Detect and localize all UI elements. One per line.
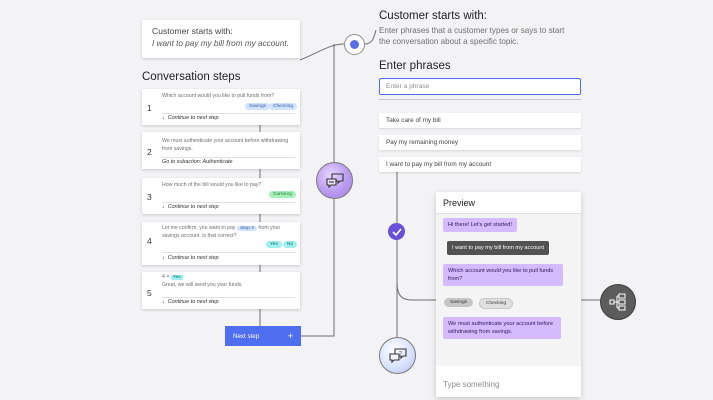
step-footer-label: Go to subaction: Authenticate — [162, 159, 233, 165]
step-footer[interactable]: ↓Continue to next step — [162, 255, 219, 261]
arrow-down-icon: ↓ — [162, 299, 165, 305]
step-footer[interactable]: Go to subaction: Authenticate — [162, 159, 233, 165]
flowchart-icon[interactable] — [600, 284, 636, 320]
checkmark-icon[interactable] — [388, 223, 405, 240]
step-number: 2 — [147, 147, 152, 157]
step-footer-label: Continue to next step — [167, 204, 219, 210]
chat-bubbles-glyph — [325, 172, 344, 188]
divider — [162, 297, 295, 298]
start-card-phrase: I want to pay my bill from my account. — [152, 39, 289, 48]
phrase-item[interactable]: Take care of my bill — [379, 113, 581, 128]
condition-value: Yes — [170, 275, 183, 280]
step-number: 5 — [147, 288, 152, 298]
divider — [162, 202, 295, 203]
next-step-button[interactable]: Next step + — [225, 326, 301, 346]
step-question: Great, we will send you your funds. — [162, 282, 243, 288]
preview-panel: Preview Hi there! Let's get started! I w… — [436, 192, 581, 397]
step-footer-label: Continue to next step — [167, 115, 219, 121]
phrase-item[interactable]: Pay my remaining money — [379, 135, 581, 150]
bot-message: We must authenticate your account before… — [443, 317, 561, 340]
chip-savings[interactable]: Savings — [444, 298, 474, 307]
right-description: Enter phrases that a customer types or s… — [379, 26, 565, 46]
divider — [162, 157, 295, 158]
step-question-text: Let me confirm, you want to pay — [162, 225, 236, 231]
chat-bubbles-icon[interactable] — [316, 162, 353, 199]
checkmark-glyph — [391, 227, 402, 236]
phrase-item[interactable]: I want to pay my bill from my account — [379, 157, 581, 172]
step-footer[interactable]: ↓Continue to next step — [162, 204, 219, 210]
tag-checking: Checking — [269, 103, 297, 110]
preview-title: Preview — [443, 198, 476, 208]
step-card-2[interactable]: 2 We must authenticate your account befo… — [142, 132, 300, 169]
user-message: I want to pay my bill from my account — [447, 241, 550, 256]
step-footer[interactable]: ↓Continue to next step — [162, 299, 219, 305]
flowchart-glyph — [609, 293, 626, 311]
step-question: How much of the bill would you like to p… — [162, 182, 262, 188]
step-footer-label: Continue to next step — [167, 255, 219, 261]
divider — [436, 213, 581, 214]
start-card[interactable]: Customer starts with: I want to pay my b… — [142, 20, 300, 58]
tag-no: No — [283, 241, 298, 248]
tag-step-ref: Step 3 — [236, 226, 257, 231]
preview-chat-area[interactable]: Hi there! Let's get started! I want to p… — [436, 214, 581, 366]
tag-savings: Savings — [245, 103, 271, 110]
step-card-1[interactable]: 1 Which account would you like to pull f… — [142, 89, 300, 125]
step-number: 3 — [147, 192, 152, 202]
step-condition: 4 = Yes — [162, 274, 295, 282]
step-number: 4 — [147, 236, 152, 246]
tag-yes: Yes — [266, 241, 282, 248]
steps-title: Conversation steps — [142, 71, 241, 83]
phrase-text: Pay my remaining money — [386, 139, 459, 146]
chat-question-glyph: ? — [388, 347, 407, 363]
step-footer-label: Continue to next step — [167, 299, 219, 305]
step-question: Let me confirm, you want to pay Step 3 f… — [162, 225, 295, 241]
step-question-text: from your savings account. Is that corre… — [162, 225, 281, 239]
step-question: Which account would you like to pull fun… — [162, 93, 275, 99]
step-card-4[interactable]: 4 Let me confirm, you want to pay Step 3… — [142, 222, 300, 265]
chat-question-icon[interactable]: ? — [379, 337, 416, 374]
bot-message: Hi there! Let's get started! — [443, 218, 517, 233]
arrow-down-icon: ↓ — [162, 204, 165, 210]
bot-message: Which account would you like to pull fun… — [443, 264, 563, 287]
phrase-text: I want to pay my bill from my account — [386, 161, 492, 168]
divider — [162, 113, 295, 114]
svg-text:?: ? — [399, 351, 402, 357]
arrow-down-icon: ↓ — [162, 255, 165, 261]
start-node-dot — [350, 40, 359, 49]
step-number: 1 — [147, 103, 152, 113]
step-card-5[interactable]: 5 4 = Yes Great, we will send you your f… — [142, 272, 300, 309]
start-card-heading: Customer starts with: — [152, 26, 233, 36]
step-question: We must authenticate your account before… — [162, 138, 289, 152]
phrase-input-placeholder: Enter a phrase — [386, 83, 430, 90]
divider — [162, 252, 295, 253]
plus-icon: + — [287, 331, 293, 341]
step-footer[interactable]: ↓Continue to next step — [162, 115, 219, 121]
arrow-down-icon: ↓ — [162, 115, 165, 121]
tag-currency: Currency — [269, 191, 297, 198]
condition-operator: = — [166, 274, 170, 280]
preview-input[interactable]: Type something — [443, 380, 500, 389]
step-card-3[interactable]: 3 How much of the bill would you like to… — [142, 178, 300, 214]
next-step-label: Next step — [233, 332, 260, 340]
input-underline — [379, 99, 581, 100]
phrase-input[interactable]: Enter a phrase — [379, 78, 581, 95]
start-node[interactable] — [344, 34, 365, 55]
phrases-heading: Enter phrases — [379, 60, 451, 72]
chip-checking[interactable]: Checking — [479, 298, 513, 309]
condition-step: 4 — [162, 274, 165, 280]
right-title: Customer starts with: — [379, 10, 487, 22]
phrase-text: Take care of my bill — [386, 117, 441, 124]
